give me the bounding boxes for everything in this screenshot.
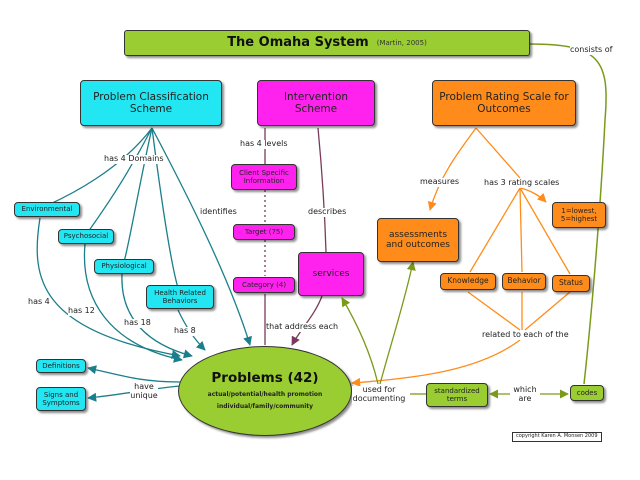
link-pcs-health <box>151 127 179 289</box>
label-identifies: identifies <box>200 207 237 217</box>
title-main: The Omaha System <box>227 34 369 50</box>
label-has-8: has 8 <box>174 326 196 336</box>
node-knowledge: Knowledge <box>440 273 496 290</box>
node-assessments-and-outcomes: assessments and outcomes <box>377 218 459 262</box>
node-intervention-scheme: Intervention Scheme <box>257 80 375 126</box>
node-environmental: Environmental <box>14 202 80 217</box>
link-env-problems <box>36 217 181 359</box>
node-problem-rating-scale: Problem Rating Scale for Outcomes <box>432 80 576 126</box>
link-pcs-problems <box>151 127 252 346</box>
link-psych-problems <box>83 243 183 363</box>
label-that-address-each: that address each <box>266 322 339 332</box>
problems-line1: actual/potential/health promotion <box>207 391 323 399</box>
node-health-related-behaviors: Health Related Behaviors <box>146 285 214 309</box>
node-physiological: Physiological <box>94 259 154 274</box>
node-rating-range: 1=lowest, 5=highest <box>552 202 606 228</box>
link-prs-knowledge <box>469 187 521 273</box>
copyright-box: copyright Karen A. Monsen 2009 <box>512 432 602 442</box>
node-services: services <box>298 252 364 296</box>
node-signs-and-symptoms: Signs and Symptoms <box>36 387 86 411</box>
node-category: Category (4) <box>233 277 295 293</box>
link-status-related <box>524 291 571 331</box>
link-pcs-physiological <box>123 127 153 263</box>
title-box: The Omaha System (Martin, 2005) <box>124 30 530 56</box>
label-has-4-domains: has 4 Domains <box>104 154 164 164</box>
label-measures: measures <box>420 177 460 187</box>
link-used-assessments <box>379 261 416 385</box>
link-prs-status <box>519 187 571 275</box>
node-client-specific-information: Client Specific Information <box>231 164 297 190</box>
node-problem-classification-scheme: Problem Classification Scheme <box>80 80 222 126</box>
link-prs-onelow <box>519 187 547 203</box>
link-problems-definitions <box>87 365 181 383</box>
node-standardized-terms: standardized terms <box>426 383 488 407</box>
node-status: Status <box>552 275 590 292</box>
label-consists-of: consists of <box>570 45 613 55</box>
title-cite: (Martin, 2005) <box>376 38 427 47</box>
problems-title: Problems (42) <box>211 369 319 386</box>
node-problems: Problems (42) actual/potential/health pr… <box>178 346 352 436</box>
problems-line2: individual/family/community <box>216 403 314 411</box>
label-has-4: has 4 <box>28 297 50 307</box>
link-prs-assessments <box>427 127 477 211</box>
label-have-unique: have unique <box>130 382 158 401</box>
node-target: Target (75) <box>233 224 295 240</box>
link-knowledge-related <box>467 291 521 331</box>
label-related-to-each: related to each of the <box>482 330 569 340</box>
node-behavior: Behavior <box>502 273 546 290</box>
link-prs-trunk <box>475 127 521 179</box>
label-has-18: has 18 <box>124 318 151 328</box>
link-pcs-environmental <box>47 127 153 206</box>
label-used-for-documenting: used for documenting <box>352 385 406 404</box>
link-prs-behavior <box>519 187 523 273</box>
node-definitions: Definitions <box>36 359 86 373</box>
node-psychosocial: Psychosocial <box>58 229 114 244</box>
link-services-problems <box>291 295 323 346</box>
label-describes: describes <box>308 207 347 217</box>
label-has-12: has 12 <box>68 306 95 316</box>
link-used-services <box>341 297 379 385</box>
node-codes: codes <box>570 385 604 401</box>
link-is-services <box>317 127 327 253</box>
link-phys-problems <box>121 273 193 359</box>
link-related-problems <box>351 339 521 387</box>
label-which-are: which are <box>512 385 538 404</box>
label-has-4-levels: has 4 levels <box>240 139 288 149</box>
label-has-3-rating-scales: has 3 rating scales <box>484 178 560 188</box>
link-pcs-psychosocial <box>87 127 153 233</box>
